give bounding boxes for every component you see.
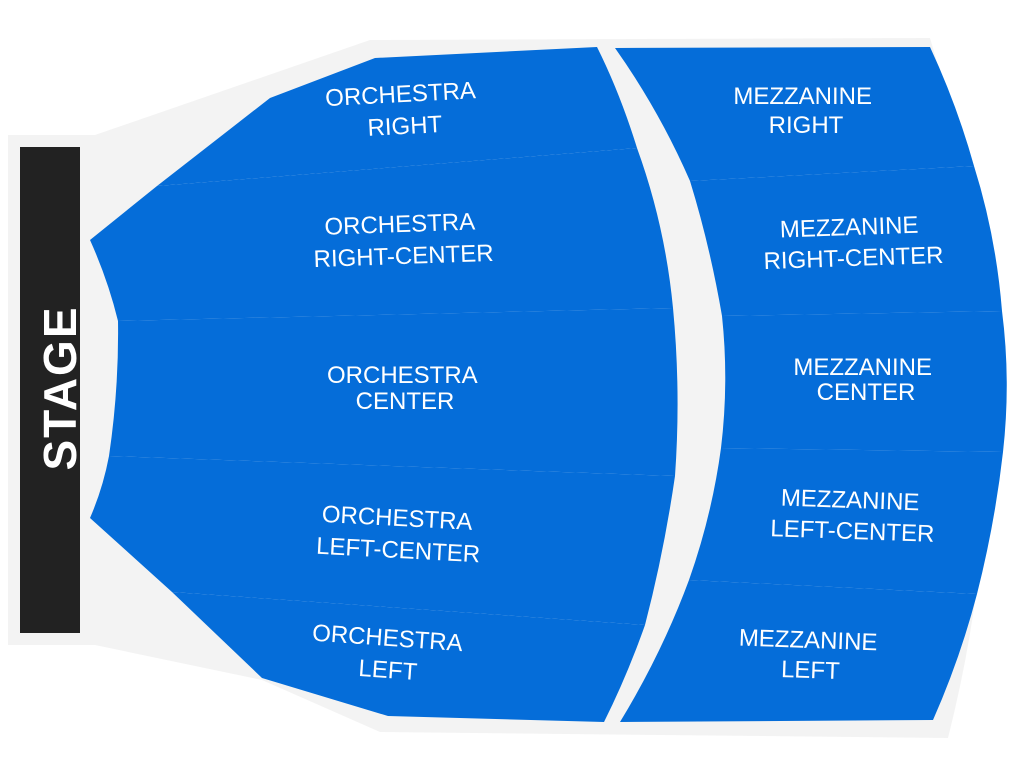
section-mezzanine-left[interactable]: MEZZANINE LEFT (620, 580, 977, 722)
section-orchestra-right-center[interactable]: ORCHESTRA RIGHT-CENTER (90, 148, 673, 321)
section-mezzanine-left-center-label: MEZZANINE LEFT-CENTER (770, 484, 936, 548)
section-orchestra-center[interactable]: ORCHESTRA CENTER (109, 308, 678, 476)
stage: STAGE (20, 147, 86, 633)
section-mezzanine-right[interactable]: MEZZANINE RIGHT (615, 47, 974, 181)
label-line-1: ORCHESTRA (324, 208, 476, 240)
label-line-2: LEFT (358, 655, 419, 686)
label-line-2: LEFT-CENTER (770, 515, 935, 548)
section-orchestra-center-label: ORCHESTRA CENTER (327, 362, 483, 415)
label-line-1: MEZZANINE (793, 354, 932, 381)
label-line-2: RIGHT (367, 111, 443, 142)
section-mezzanine-right-label: MEZZANINE RIGHT (733, 83, 878, 139)
stage-label: STAGE (34, 305, 86, 470)
section-mezzanine-left-label: MEZZANINE LEFT (737, 624, 884, 686)
section-mezzanine-center-label: MEZZANINE CENTER (793, 354, 938, 406)
section-mezzanine-right-center-label: MEZZANINE RIGHT-CENTER (762, 211, 944, 275)
section-orchestra-right-center-label: ORCHESTRA RIGHT-CENTER (312, 208, 494, 273)
section-mezzanine-left-center[interactable]: MEZZANINE LEFT-CENTER (689, 448, 1003, 594)
section-orchestra-left[interactable]: ORCHESTRA LEFT (172, 592, 645, 722)
label-line-2: CENTER (356, 388, 455, 415)
label-line-1: MEZZANINE (733, 83, 872, 110)
label-line-2: RIGHT (769, 112, 844, 139)
section-orchestra-left-center[interactable]: ORCHESTRA LEFT-CENTER (90, 456, 675, 625)
label-line-1: MEZZANINE (738, 624, 878, 656)
label-line-2: CENTER (817, 379, 916, 406)
label-line-2: RIGHT-CENTER (763, 242, 944, 275)
section-orchestra-right[interactable]: ORCHESTRA RIGHT (157, 47, 637, 186)
label-line-1: ORCHESTRA (327, 362, 478, 389)
label-line-2: LEFT (781, 656, 841, 685)
label-line-1: MEZZANINE (779, 212, 919, 244)
label-line-2: RIGHT-CENTER (313, 240, 494, 273)
section-mezzanine-center[interactable]: MEZZANINE CENTER (721, 311, 1007, 452)
label-line-1: MEZZANINE (780, 484, 920, 516)
stage-block (20, 147, 80, 633)
section-mezzanine-right-center[interactable]: MEZZANINE RIGHT-CENTER (690, 166, 1002, 316)
